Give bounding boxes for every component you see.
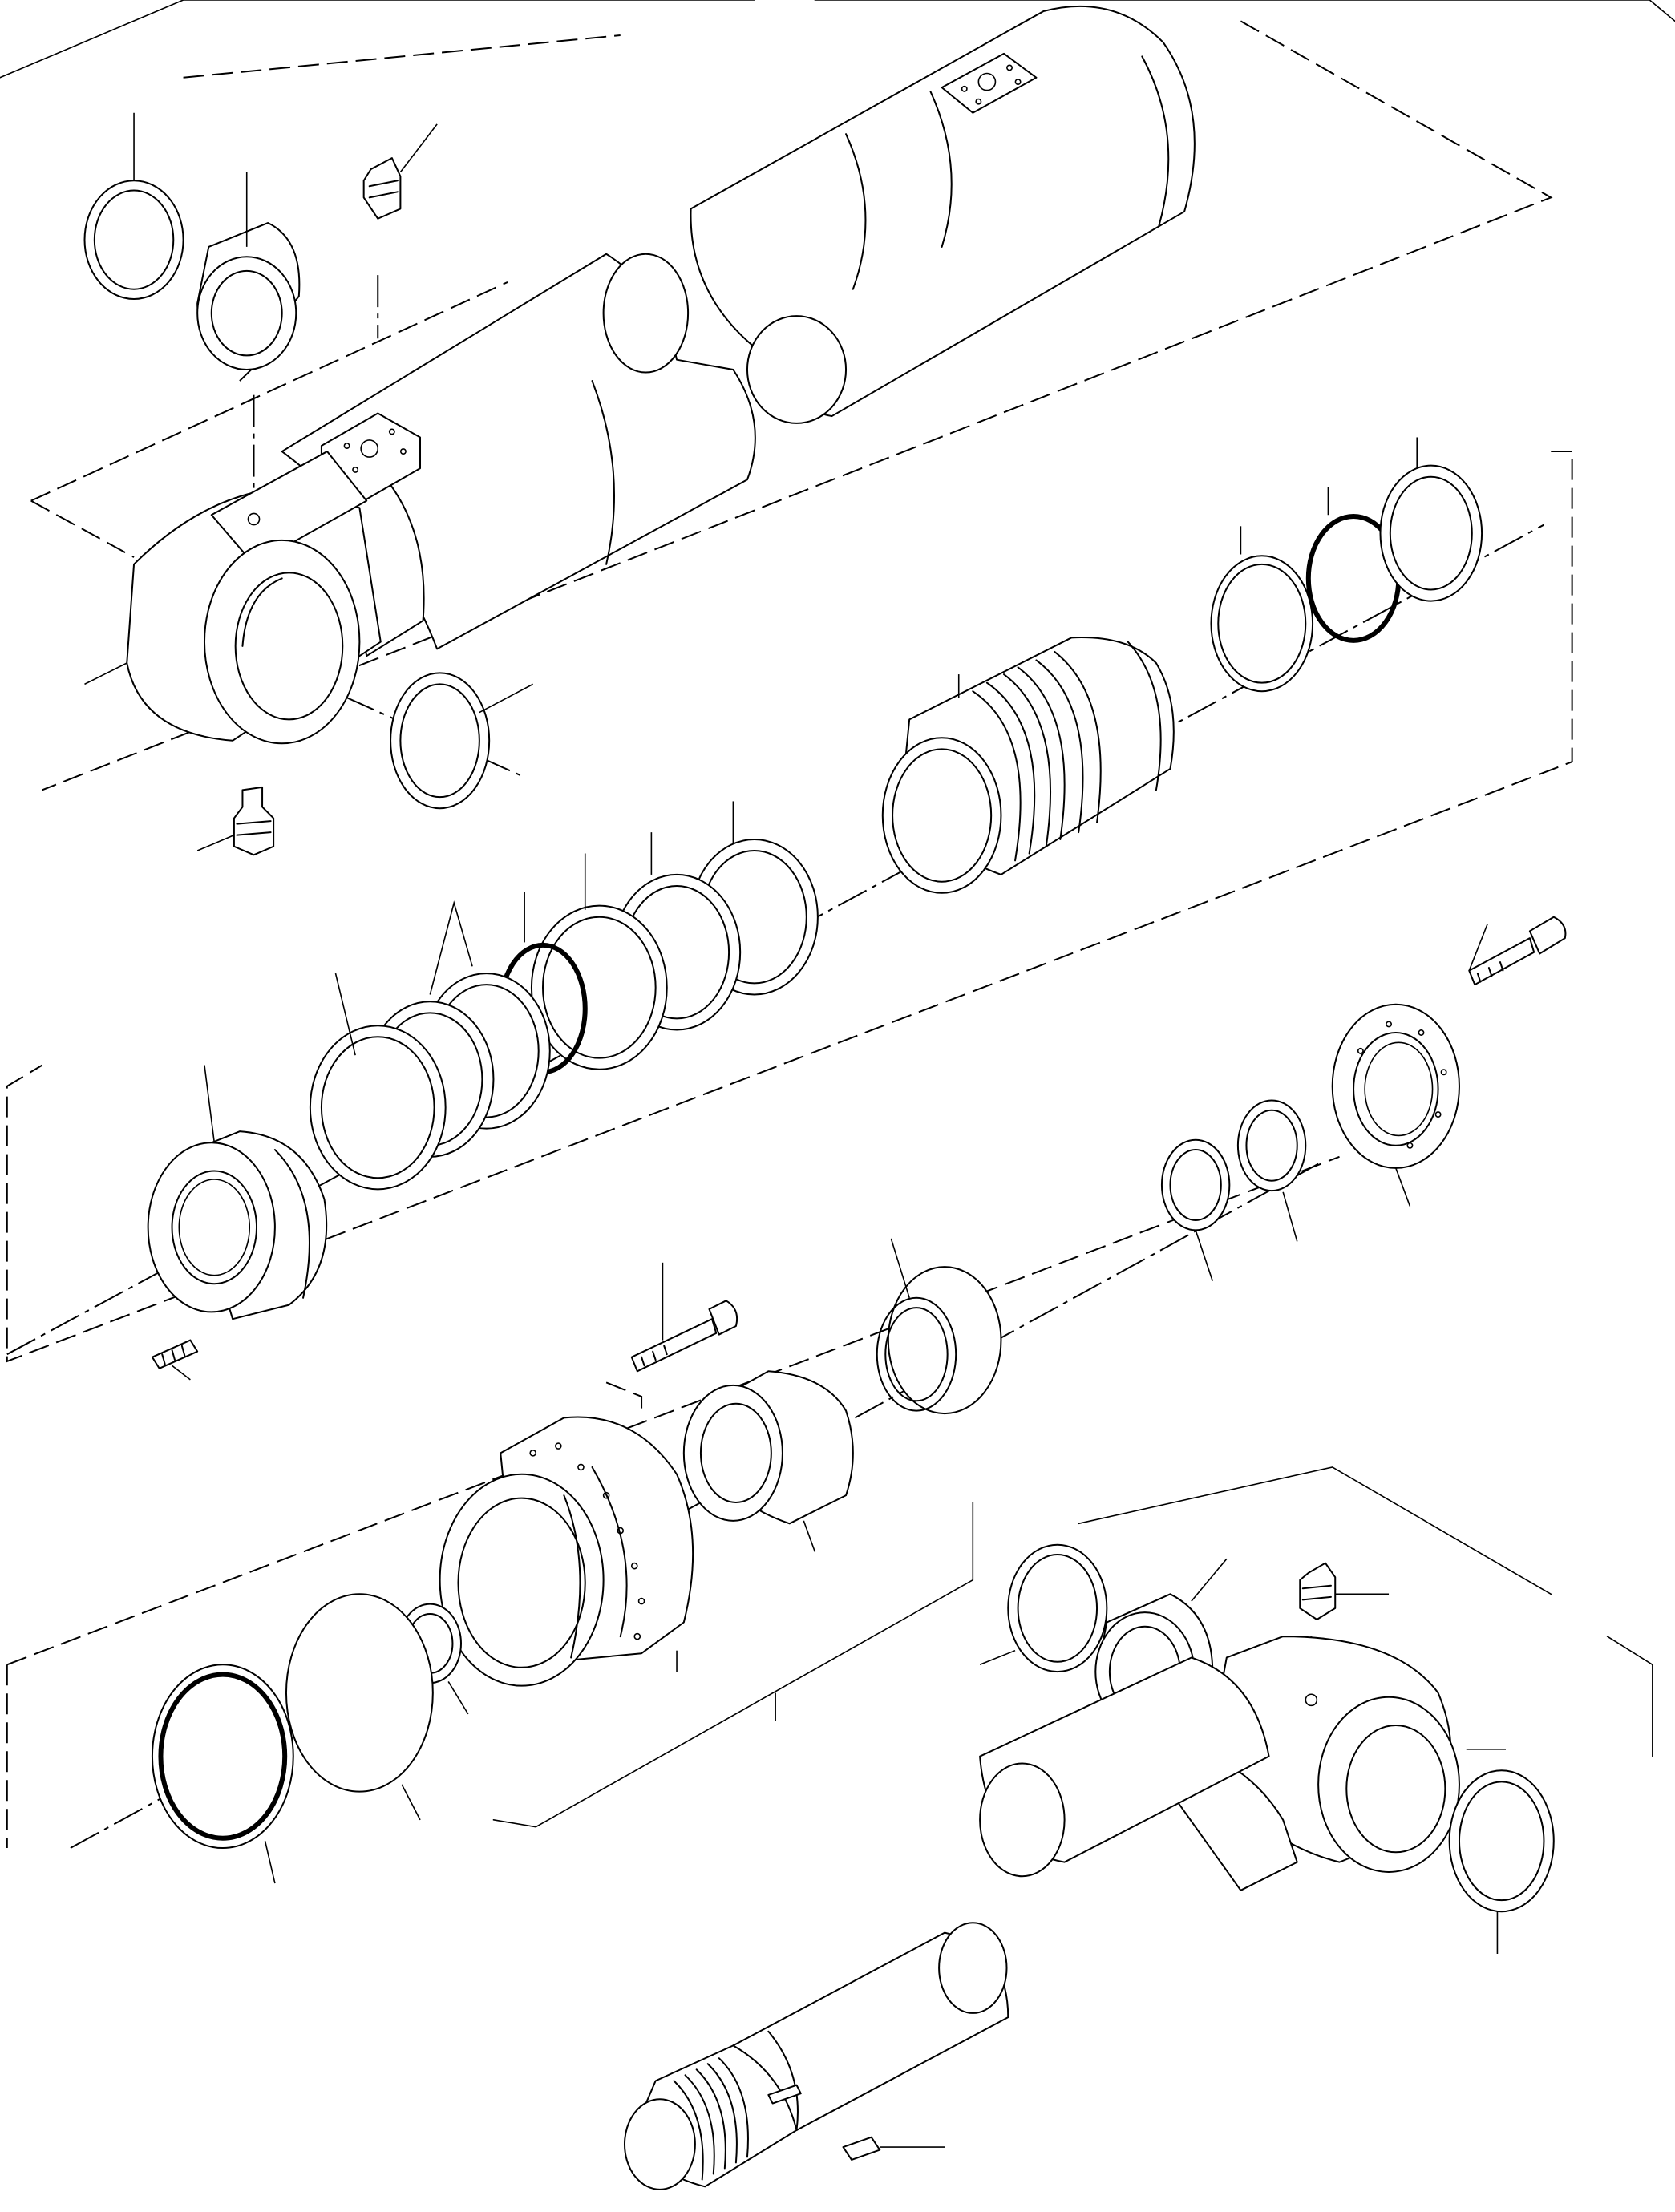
- head-rod-packing: [877, 1267, 1001, 1413]
- head-buffer-seal: [1238, 1100, 1305, 1191]
- tube-grease-fitting-top: [364, 158, 401, 219]
- piston-seal-rings: [1211, 466, 1482, 692]
- tube-snap-ring: [85, 180, 184, 299]
- head-bushing: [684, 1371, 853, 1523]
- head-bolt: [632, 1300, 737, 1371]
- cylinder-head: [440, 1417, 694, 1685]
- head-flange: [1333, 1005, 1459, 1168]
- piston-wear-rings: [310, 839, 818, 1189]
- rod-key: [844, 2137, 880, 2160]
- group-frames: [0, 0, 1675, 1848]
- leader-lines: [85, 113, 1506, 2147]
- tube-grease-fitting-bottom: [234, 787, 273, 855]
- piston-rod: [625, 1657, 1297, 2189]
- piston: [883, 637, 1174, 893]
- cylinder-tube: [127, 6, 1195, 743]
- head-dust-seal: [152, 1664, 293, 1848]
- tube-bushing: [197, 223, 299, 370]
- rod-snap-ring: [1008, 1545, 1107, 1672]
- piston-set-screw: [152, 1341, 197, 1369]
- rod-dust-seal: [1450, 1770, 1554, 1911]
- head-back-up-ring: [1162, 1140, 1229, 1231]
- head-bolt-top: [1469, 917, 1565, 985]
- rod-grease-fitting: [1300, 1563, 1335, 1620]
- piston-nut: [148, 1131, 327, 1319]
- head-o-ring: [286, 1594, 433, 1791]
- tube-dust-seal: [390, 673, 489, 808]
